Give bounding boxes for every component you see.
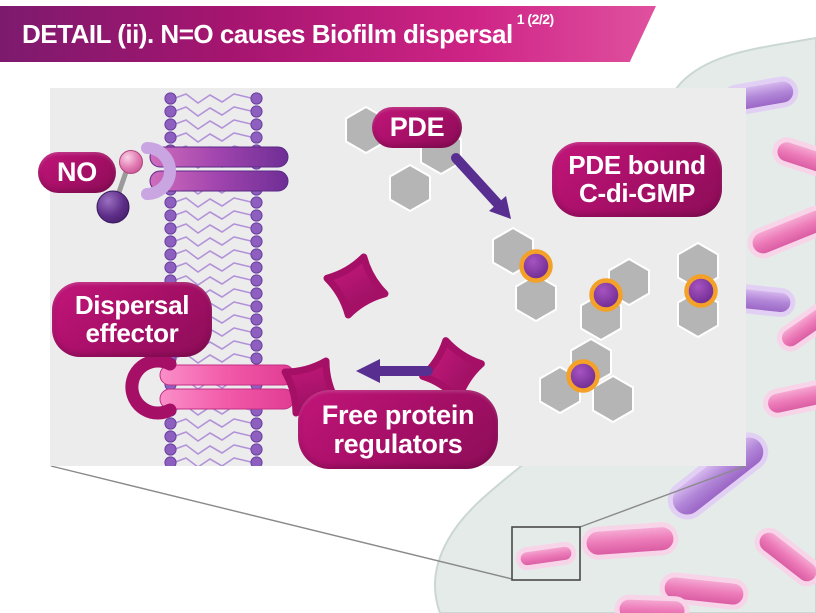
- no-label: NO: [57, 157, 97, 188]
- membrane-channel-top: [149, 146, 289, 192]
- bacterium: [776, 302, 816, 352]
- bacterium: [614, 594, 690, 613]
- cdigmp-molecule: [566, 359, 600, 393]
- title-banner: DETAIL (ii). N=O causes Biofilm dispersa…: [0, 6, 656, 62]
- zoom-indicator: [50, 465, 746, 581]
- dispersal-effector-crescent: [125, 354, 177, 420]
- oxygen-atom: [119, 150, 143, 174]
- bacterium: [515, 541, 577, 571]
- cdigmp-complex: [539, 338, 634, 423]
- bacterium: [772, 137, 816, 179]
- dispersal-effector-badge: Dispersal effector: [52, 282, 212, 357]
- no-badge: NO: [38, 152, 116, 193]
- arrow-regulator-to-channel: [356, 359, 433, 383]
- dispersal-label-line2: effector: [85, 317, 179, 348]
- free-protein-blob: [319, 249, 392, 322]
- cdigmp-molecule: [519, 249, 553, 283]
- pde-label: PDE: [389, 112, 445, 143]
- zoom-connector-line: [579, 465, 746, 528]
- hexagon-icon: [389, 164, 431, 212]
- zoom-source-rect: [511, 526, 581, 581]
- no-molecule: [96, 150, 143, 224]
- title-text: DETAIL (ii). N=O causes Biofilm dispersa…: [22, 18, 513, 49]
- free-protein-regulators-badge: Free protein regulators: [298, 390, 498, 469]
- cdigmp-complex: [580, 258, 650, 341]
- bacterium: [763, 378, 816, 418]
- cdigmp-molecule: [589, 278, 623, 312]
- dispersal-label-line1: Dispersal: [74, 289, 190, 320]
- no-receptor-crescent: [141, 142, 176, 200]
- bacterium: [754, 527, 816, 587]
- cdigmp-molecule: [684, 274, 718, 308]
- pde-bound-label-line1: PDE bound: [568, 149, 706, 180]
- pde-badge: PDE: [372, 107, 462, 148]
- free-protein-label-line1: Free protein: [321, 399, 475, 430]
- cdigmp-complex: [492, 227, 557, 322]
- bacterium: [581, 522, 679, 560]
- pde-bound-label-line2: C-di-GMP: [578, 177, 696, 208]
- arrow-pde-to-cdigmp: [451, 153, 511, 219]
- page-title: DETAIL (ii). N=O causes Biofilm dispersa…: [22, 11, 554, 50]
- nitrogen-atom: [96, 190, 130, 224]
- title-superscript: 1 (2/2): [516, 10, 554, 27]
- bacterium: [747, 205, 816, 259]
- cdigmp-complex: [677, 242, 719, 338]
- membrane-channel-bottom: [159, 364, 295, 410]
- free-protein-label-line2: regulators: [333, 428, 463, 459]
- cdigmp-complexes: [492, 227, 719, 423]
- pde-bound-cdigmp-badge: PDE bound C-di-GMP: [552, 142, 722, 217]
- zoom-connector-line: [50, 465, 513, 580]
